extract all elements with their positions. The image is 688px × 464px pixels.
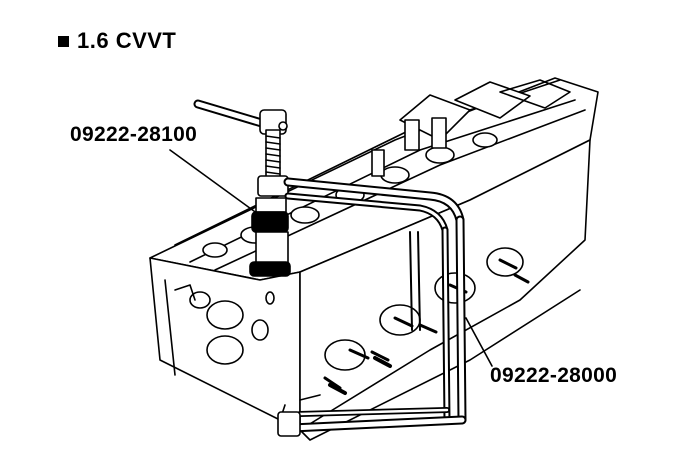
square-bullet-icon xyxy=(58,35,69,47)
callout-tool-b: 09222-28000 xyxy=(490,364,618,387)
leader-line-tool-a xyxy=(169,149,259,215)
compressor-frame-tool xyxy=(277,177,467,437)
spring-compressor-tool xyxy=(193,99,291,305)
callout-tool-a: 09222-28100 xyxy=(70,123,198,146)
section-heading: 1.6 CVVT xyxy=(58,28,176,54)
heading-text: 1.6 CVVT xyxy=(77,28,177,53)
leader-line-tool-b xyxy=(465,317,493,367)
